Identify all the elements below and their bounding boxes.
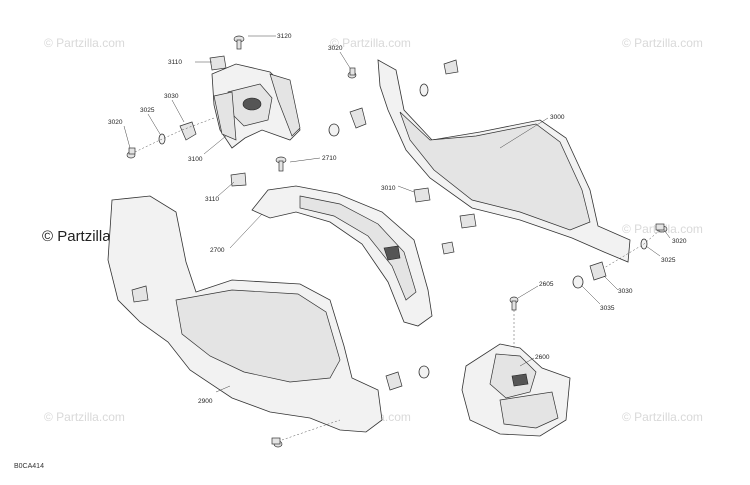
callout-2700: 2700: [210, 247, 225, 254]
callout-3020: 3020: [108, 119, 123, 126]
fastener-2700: [441, 241, 455, 255]
callout-3035: 3035: [600, 305, 615, 312]
callout-3020-top: 3020: [328, 45, 343, 52]
screw-3120: [233, 35, 245, 50]
callout-3025-right: 3025: [661, 257, 676, 264]
callout-3110-lower: 3110: [205, 196, 219, 203]
callout-3010: 3010: [381, 185, 396, 192]
clip-3110-upper: [209, 55, 227, 71]
callout-2900: 2900: [198, 398, 213, 405]
clip-3010: [413, 187, 431, 203]
screw-2605: [509, 296, 519, 350]
callout-3110: 3110: [168, 59, 182, 66]
callout-3030: 3030: [164, 93, 179, 100]
fastener-set-left: [126, 117, 215, 159]
washer-3000: [419, 83, 429, 97]
watermark: © Partzilla.com: [622, 410, 703, 424]
fastener-set-lower: [271, 365, 430, 448]
part-2700-fender: [251, 185, 433, 327]
screw-3020-top: [347, 67, 357, 79]
watermark: © Partzilla.com: [44, 36, 125, 50]
screw-2710: [275, 156, 287, 172]
callout-3100: 3100: [188, 156, 203, 163]
part-2600-box: [461, 343, 571, 437]
callout-3000: 3000: [550, 114, 565, 121]
callout-2710: 2710: [322, 155, 337, 162]
washer-top-middle: [328, 107, 367, 137]
callout-2605: 2605: [539, 281, 554, 288]
clip-3000-lower: [459, 213, 477, 229]
watermark: © Partzilla.com: [44, 410, 125, 424]
callout-3025: 3025: [140, 107, 155, 114]
watermark: © Partzilla.com: [330, 36, 411, 50]
callout-3030-right: 3030: [618, 288, 633, 295]
watermark: © Partzilla.com: [622, 36, 703, 50]
drawing-code: B0CA414: [14, 463, 44, 470]
part-3100-bracket: [211, 63, 301, 149]
callout-2600: 2600: [535, 354, 550, 361]
callout-3020-right: 3020: [672, 238, 687, 245]
clip-3110-lower: [230, 172, 247, 187]
part-3000-side-panel: [377, 59, 631, 263]
leader-lines: [123, 35, 671, 393]
part-2900-lower-panel: [107, 195, 383, 433]
callout-3120: 3120: [277, 33, 292, 40]
